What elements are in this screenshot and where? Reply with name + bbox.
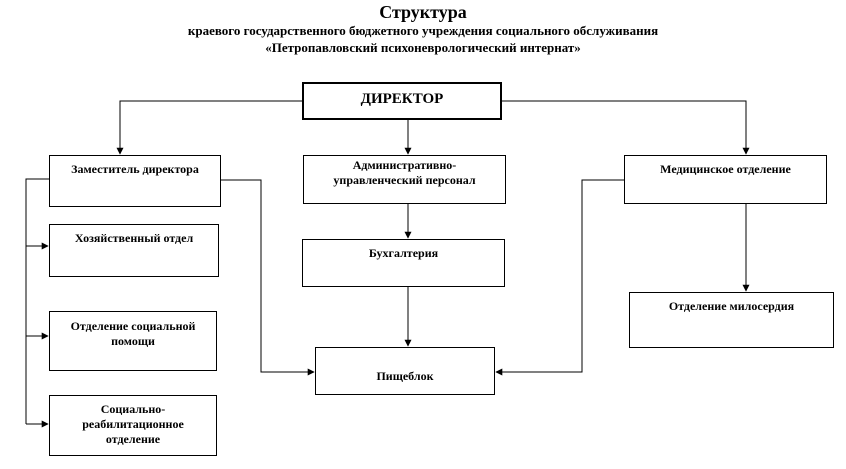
- node-social-assistance-department: Отделение социальной помощи: [49, 311, 217, 371]
- node-kitchen-label: Пищеблок: [376, 369, 434, 383]
- chart-subtitle-line-2: «Петропавловский психоневрологический ин…: [265, 40, 581, 55]
- node-mercy-department: Отделение милосердия: [629, 292, 834, 348]
- node-director-label: ДИРЕКТОР: [360, 91, 444, 107]
- edge-medical-kitchen: [495, 179, 624, 376]
- node-rehab-label-line-2: реабилитационное: [82, 417, 184, 431]
- node-medical-department: Медицинское отделение: [624, 155, 827, 204]
- node-household-label: Хозяйственный отдел: [74, 231, 194, 245]
- node-mercy-label: Отделение милосердия: [668, 299, 795, 313]
- node-administrative-staff: Административно- управленческий персонал: [303, 155, 506, 204]
- node-household-department: Хозяйственный отдел: [49, 224, 219, 277]
- node-admin-label-line-2: управленческий персонал: [333, 173, 476, 187]
- node-kitchen: Пищеблок: [315, 347, 495, 395]
- node-deputy-label: Заместитель директора: [71, 162, 199, 176]
- edge-deputy-spine: [25, 178, 49, 424]
- node-admin-label-line-1: Административно-: [352, 158, 457, 172]
- edge-director-medical: [502, 100, 750, 155]
- chart-title: Структура: [379, 2, 467, 22]
- edge-deputy-kitchen: [221, 179, 315, 376]
- node-medical-label: Медицинское отделение: [660, 162, 791, 176]
- node-social-label-line-2: помощи: [111, 334, 155, 348]
- node-accounting: Бухгалтерия: [302, 239, 505, 287]
- chart-subtitle-line-1: краевого государственного бюджетного учр…: [187, 23, 659, 38]
- node-rehab-label-line-1: Социально-: [100, 402, 166, 416]
- edge-director-deputy: [116, 100, 302, 155]
- node-rehabilitation-department: Социально- реабилитационное отделение: [49, 395, 217, 456]
- node-accounting-label: Бухгалтерия: [368, 246, 439, 260]
- node-director: ДИРЕКТОР: [302, 82, 502, 120]
- node-social-label-line-1: Отделение социальной: [70, 319, 196, 333]
- node-deputy-director: Заместитель директора: [49, 155, 221, 207]
- node-rehab-label-line-3: отделение: [105, 432, 161, 446]
